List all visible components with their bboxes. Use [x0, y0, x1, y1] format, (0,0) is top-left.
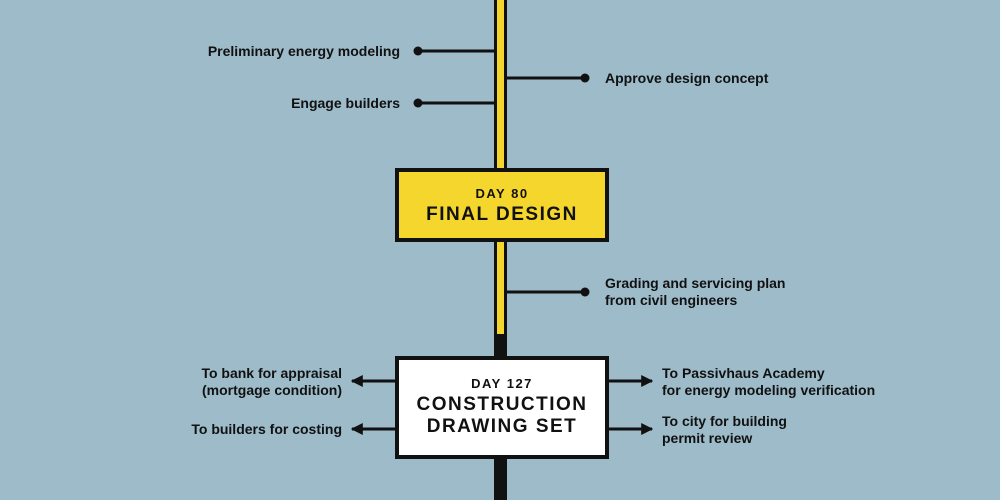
label-text: Preliminary energy modeling: [207, 43, 400, 59]
timeline-spine-middle-fill: [497, 238, 504, 334]
label-text: To builders for costing: [191, 421, 342, 437]
label-text-line1: To Passivhaus Academy: [662, 365, 825, 381]
milestone-title: FINAL DESIGN: [426, 204, 578, 225]
label-text-line2: (mortgage condition): [202, 382, 342, 398]
milestone-title-line1: CONSTRUCTION: [416, 394, 588, 415]
label-engage-builders: Engage builders: [291, 95, 400, 112]
milestone-day: DAY 127: [471, 376, 533, 391]
label-text: Engage builders: [291, 95, 400, 111]
milestone-final-design: DAY 80 FINAL DESIGN: [395, 168, 609, 242]
label-to-builders: To builders for costing: [191, 421, 342, 438]
label-text-line2: permit review: [662, 430, 753, 446]
label-text-line2: for energy modeling verification: [662, 382, 876, 398]
timeline-spine-upper-fill: [497, 0, 504, 172]
milestone-construction-drawing-set: DAY 127 CONSTRUCTION DRAWING SET: [395, 356, 609, 459]
label-text-line1: To city for building: [662, 413, 787, 429]
label-text: Approve design concept: [605, 70, 769, 86]
connector-dot-approve-design: [580, 73, 590, 83]
label-approve-design: Approve design concept: [605, 70, 768, 87]
timeline-spine-lower: [494, 456, 507, 500]
label-text-line1: To bank for appraisal: [201, 365, 342, 381]
connector-dot-grading: [580, 287, 590, 297]
label-text-line2: from civil engineers: [605, 292, 738, 308]
label-to-city: To city for building permit review: [662, 413, 787, 447]
label-text-line1: Grading and servicing plan: [605, 275, 786, 291]
label-to-passivhaus: To Passivhaus Academy for energy modelin…: [662, 365, 875, 399]
label-preliminary-energy: Preliminary energy modeling: [208, 43, 400, 60]
milestone-title-line2: DRAWING SET: [426, 416, 578, 437]
label-to-bank: To bank for appraisal (mortgage conditio…: [201, 365, 342, 399]
connector-dot-engage-builders: [413, 98, 423, 108]
label-grading: Grading and servicing plan from civil en…: [605, 275, 785, 309]
milestone-day: DAY 80: [475, 186, 529, 201]
connector-dot-preliminary-energy: [413, 46, 423, 56]
